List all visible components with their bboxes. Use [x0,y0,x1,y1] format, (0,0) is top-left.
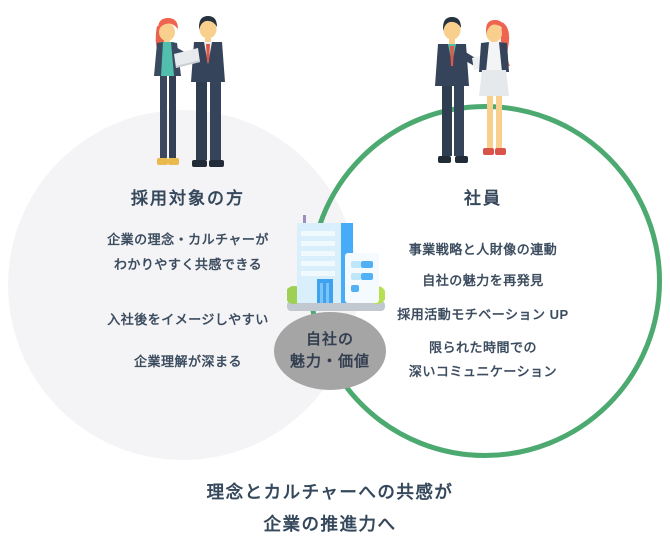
left-circle-heading: 採用対象の方 [131,189,245,208]
overlap-label-line: 自社の [305,331,354,348]
right-circle-text: 深いコミュニケーション [408,364,558,379]
left-circle-text: わかりやすく共感できる [113,257,263,272]
left-circle-text: 企業の理念・カルチャーが [107,232,269,247]
side-building [345,253,379,303]
base-platform [287,301,385,311]
right-circle-text: 事業戦略と人財像の連動 [408,242,558,257]
shared-document-icon [174,48,200,68]
left-circle-text: 企業理解が深まる [133,354,242,369]
employees-pair-illustration [435,17,510,163]
overlap-label-line: 魅力・価値 [289,353,370,370]
right-circle-text: 限られた時間での [428,340,537,355]
overlap-label-ellipse: 自社の 魅力・価値 [274,312,386,390]
right-circle-heading: 社員 [464,189,502,208]
right-circle-text: 自社の魅力を再発見 [422,273,544,288]
company-building-icon [287,215,385,311]
recruit-candidates-pair-illustration [154,16,225,167]
caption-text: 理念とカルチャーへの共感が [206,482,454,502]
left-circle-text: 入社後をイメージしやすい [107,312,269,327]
woman-figure [154,18,191,165]
right-circle-text: 採用活動モチベーション UP [397,307,569,322]
woman-figure [479,20,510,155]
caption-text: 企業の推進力へ [263,514,397,534]
man-figure [180,16,225,167]
antenna [303,215,306,229]
